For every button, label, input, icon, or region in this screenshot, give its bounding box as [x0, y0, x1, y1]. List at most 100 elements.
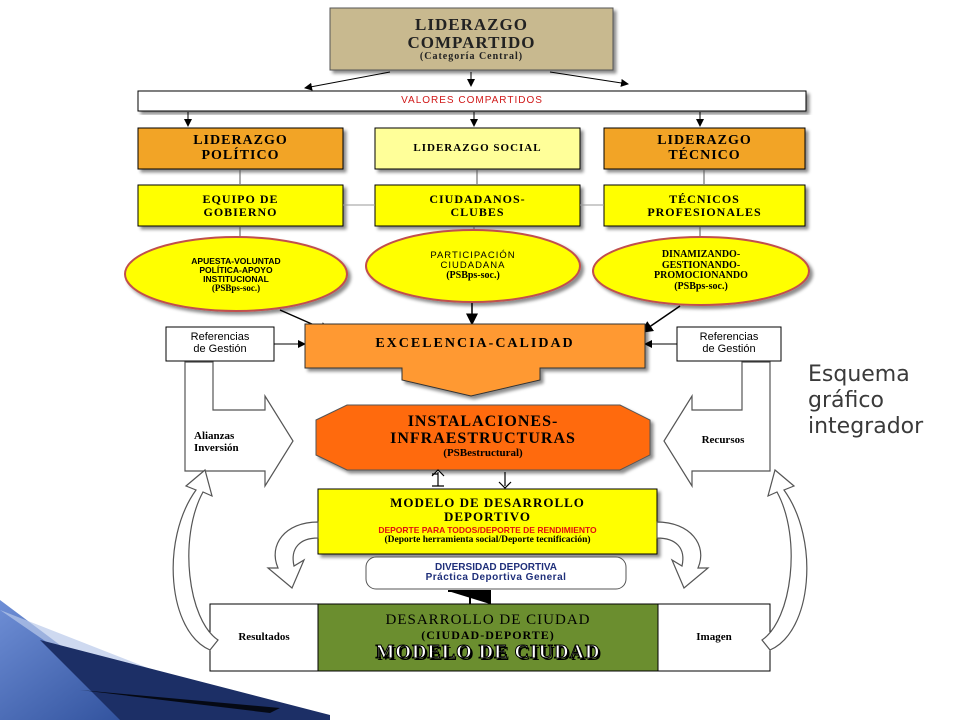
top-box-shape [329, 7, 614, 71]
side-title-line: Esquema [808, 362, 910, 387]
arrow-oval-right [640, 305, 681, 333]
liderazgo-tecnico: LIDERAZGO TÉCNICO [604, 128, 805, 169]
instalaciones-shape [315, 404, 651, 471]
instalaciones-line: INFRAESTRUCTURAS [390, 430, 576, 448]
top-sub: (Categoría Central) [419, 50, 524, 62]
valores-bar-shape [137, 90, 807, 112]
referencias-left-shape [165, 326, 275, 362]
oval-center-line: CIUDADANA [440, 259, 506, 271]
recursos-arrow-shape [663, 361, 771, 489]
modelo-desarrollo-shape [317, 488, 658, 555]
ciudadanos-clubes-line: CIUDADANOS- [429, 191, 526, 206]
ciudadanos-clubes: CIUDADANOS- CLUBES [375, 185, 580, 226]
equipo-gobierno: EQUIPO DE GOBIERNO [138, 185, 343, 226]
oval-right-shape [592, 236, 810, 306]
oval-right-text: DINAMIZANDO- GESTIONANDO- PROMOCIONANDO … [601, 245, 801, 297]
ciudad-line3: MODELO DE CIUDAD [375, 640, 601, 663]
tecnicos-profesionales-shape [603, 184, 806, 227]
excelencia-arrow-shape [304, 323, 646, 397]
resultados-shape [209, 603, 319, 672]
instalaciones-line: INSTALACIONES- [407, 413, 559, 431]
oval-left-line: POLÍTICA-APOYO [199, 264, 273, 275]
liderazgo-politico-line: POLÍTICO [201, 147, 280, 163]
liderazgo-politico: LIDERAZGO POLÍTICO [138, 128, 343, 169]
liderazgo-social: LIDERAZGO SOCIAL [413, 141, 542, 154]
referencias-left-line: Referencias [190, 331, 250, 344]
top-line1: LIDERAZGO [415, 14, 528, 34]
top-box: LIDERAZGO COMPARTIDO (Categoría Central) [330, 10, 613, 68]
oval-left-shape [124, 236, 348, 312]
arrow-top-left [304, 71, 391, 91]
feedback-arrow-right [761, 468, 808, 651]
liderazgo-tecnico-shape [603, 127, 806, 170]
ciudad-line1: DESARROLLO DE CIUDAD [385, 612, 591, 629]
oval-left-line: APUESTA-VOLUNTAD [191, 255, 281, 266]
ciudad: DESARROLLO DE CIUDAD (CIUDAD-DEPORTE) MO… [318, 606, 658, 670]
feedback-arrow-left [172, 468, 219, 651]
imagen-label: Imagen [696, 630, 732, 643]
ciudad-line2: (CIUDAD-DEPORTE) [421, 628, 555, 643]
alianzas-arrow-shape [184, 361, 294, 489]
oval-left-text: APUESTA-VOLUNTAD POLÍTICA-APOYO INSTITUC… [136, 248, 336, 302]
referencias-right-line: de Gestión [702, 343, 756, 355]
instalaciones-line: (PSBestructural) [443, 447, 523, 460]
modelo-desarrollo-red: DEPORTE PARA TODOS/DEPORTE DE RENDIMIENT… [378, 524, 597, 535]
oval-left-line: INSTITUCIONAL [203, 273, 269, 284]
oval-center-text: PARTICIPACIÓN CIUDADANA (PSBps-soc.) [373, 244, 573, 288]
oval-right-line: (PSBps-soc.) [674, 280, 728, 292]
side-title-line: gráfico [808, 387, 884, 413]
referencias-right-shape [676, 326, 782, 362]
diversidad-line: DIVERSIDAD DEPORTIVA [434, 561, 558, 573]
modelo-desarrollo-line4: (Deporte herramienta social/Deporte tecn… [384, 534, 591, 545]
liderazgo-tecnico-line: LIDERAZGO [657, 132, 752, 148]
updown-connector-top [431, 469, 512, 489]
modelo-desarrollo-line2: DEPORTIVO [443, 509, 531, 525]
oval-center-line: PARTICIPACIÓN [430, 249, 516, 261]
valores-label: VALORES COMPARTIDOS [401, 94, 543, 106]
equipo-gobierno-shape [137, 184, 344, 227]
arrow-top-right [549, 71, 629, 87]
referencias-right: Referencias de Gestión [677, 327, 781, 361]
alianzas-line: Inversión [194, 442, 239, 454]
referencias-left-line: de Gestión [193, 343, 247, 355]
modelo-desarrollo-line1: MODELO DE DESARROLLO [390, 495, 585, 511]
oval-right-line: PROMOCIONANDO [654, 270, 748, 281]
oval-left-line: (PSBps-soc.) [211, 282, 261, 293]
ciudadanos-clubes-line: CLUBES [450, 204, 505, 219]
top-line2: COMPARTIDO [407, 32, 536, 52]
resultados-label: Resultados [238, 630, 290, 643]
ciudad-shape [317, 603, 659, 672]
alianzas-line: Alianzas [194, 430, 235, 443]
referencias-right-line: Referencias [699, 331, 759, 344]
corner-decoration [0, 600, 330, 720]
tecnicos-profesionales: TÉCNICOS PROFESIONALES [604, 185, 805, 226]
modelo-desarrollo: MODELO DE DESARROLLO DEPORTIVO DEPORTE P… [318, 490, 657, 552]
uturn-left-shape [266, 521, 319, 589]
equipo-gobierno-line: EQUIPO DE [202, 191, 279, 206]
oval-right-line: GESTIONANDO- [661, 259, 741, 271]
liderazgo-politico-shape [137, 127, 344, 170]
alianzas-label: Alianzas Inversión [186, 426, 278, 460]
liderazgo-politico-line: LIDERAZGO [193, 132, 288, 148]
equipo-gobierno-line: GOBIERNO [203, 204, 278, 219]
uturn-right-shape [656, 521, 710, 589]
tecnicos-profesionales-line: PROFESIONALES [647, 204, 762, 219]
oval-center-shape [365, 229, 581, 303]
diversidad-line: Práctica Deportiva General [425, 572, 567, 583]
oval-right-line: DINAMIZANDO- [661, 249, 741, 260]
excelencia-label: EXCELENCIA-CALIDAD [375, 335, 575, 351]
diversidad: DIVERSIDAD DEPORTIVA Práctica Deportiva … [366, 557, 626, 589]
tecnicos-profesionales-line: TÉCNICOS [669, 191, 740, 206]
side-title-line: integrador [808, 413, 924, 439]
liderazgo-social-shape [374, 127, 581, 170]
side-title: Esquema gráfico integrador [808, 362, 958, 440]
recursos-label: Recursos [701, 434, 745, 447]
diversidad-shape [365, 556, 627, 590]
referencias-left: Referencias de Gestión [166, 327, 274, 361]
oval-center-line: (PSBps-soc.) [446, 269, 500, 281]
imagen-shape [657, 603, 771, 672]
liderazgo-tecnico-line: TÉCNICO [668, 147, 741, 163]
instalaciones-label: INSTALACIONES- INFRAESTRUCTURAS (PSBestr… [316, 406, 650, 468]
